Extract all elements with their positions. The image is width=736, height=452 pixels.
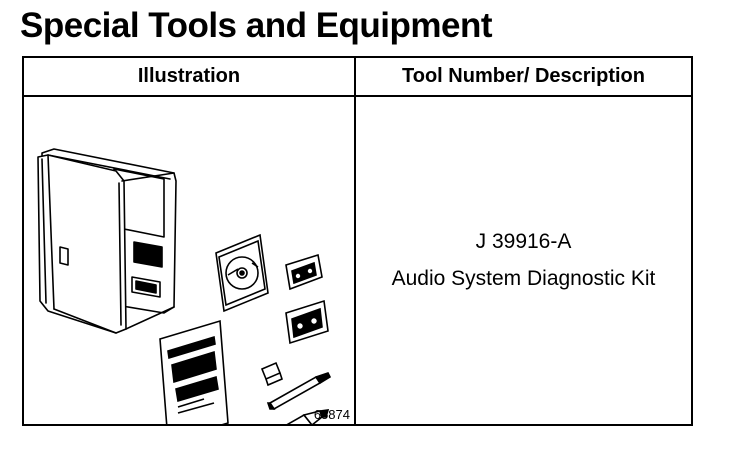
cd-case-icon bbox=[215, 233, 269, 313]
column-divider bbox=[354, 58, 356, 424]
tool-number: J 39916-A bbox=[475, 230, 572, 253]
figure-number: 65874 bbox=[313, 407, 350, 422]
cassette-icon bbox=[285, 299, 329, 345]
diagnostic-kit-illustration bbox=[37, 148, 332, 424]
probe-icon bbox=[266, 372, 332, 411]
illustration-cell: 65874 bbox=[24, 97, 354, 424]
adapter-icon bbox=[260, 361, 283, 387]
instruction-sheet-icon bbox=[159, 319, 229, 424]
page-title: Special Tools and Equipment bbox=[20, 6, 493, 45]
special-tools-table: Illustration Tool Number/ Description bbox=[22, 56, 693, 426]
test-lamp-icon bbox=[286, 409, 330, 424]
column-header-illustration: Illustration bbox=[137, 65, 241, 87]
tool-description: Audio System Diagnostic Kit bbox=[391, 267, 656, 290]
cassette-icon bbox=[285, 253, 323, 291]
table-header-row: Illustration Tool Number/ Description bbox=[24, 58, 691, 97]
column-header-tool-number-description: Tool Number/ Description bbox=[402, 65, 645, 87]
tool-description-cell: J 39916-A Audio System Diagnostic Kit bbox=[356, 97, 691, 424]
